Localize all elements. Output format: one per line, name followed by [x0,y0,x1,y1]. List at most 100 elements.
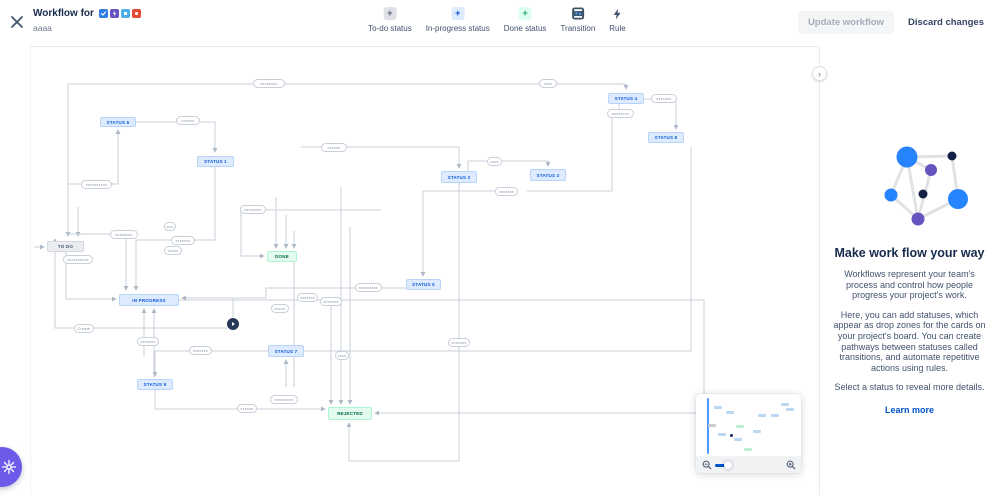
minimap-node [736,425,744,428]
tool-label: Rule [609,24,626,33]
zoom-slider-handle[interactable] [724,460,732,469]
panel-paragraph: Workflows represent your team's process … [844,269,975,301]
minimap-node [781,403,789,406]
zoom-in-icon[interactable] [785,459,796,470]
transition-label[interactable]: xxxxxxxx [110,230,138,239]
transition-label[interactable]: xxxxxxx [189,346,212,355]
workflow-name: aaaa [33,23,52,33]
transition-label[interactable]: xxxxxxx [137,337,159,346]
editor-toolbar: + To-do status + In-progress status + Do… [368,7,626,33]
story-icon [120,9,130,18]
status-node-5[interactable]: STATUS 5 [406,279,441,290]
transition-label[interactable]: xxxxxxx [651,94,677,103]
start-node[interactable] [227,318,239,330]
task-icon [98,9,108,18]
panel-paragraph: Here, you can add statuses, which appear… [833,309,986,373]
status-node-2[interactable]: STATUS 2 [441,171,477,183]
status-node-1[interactable]: STATUS 1 [197,156,234,167]
tool-label: Transition [560,24,596,33]
learn-more-link[interactable]: Learn more [884,405,935,416]
transition-label[interactable]: xxxx [487,157,502,166]
transition-label[interactable]: xxxxxxx [297,293,318,302]
status-node-7[interactable]: STATUS 7 [268,345,304,357]
zoom-out-icon[interactable] [701,459,712,470]
minimap-node [708,424,716,427]
panel-paragraph: Select a status to reveal more details. [834,382,985,393]
epic-icon [109,9,119,18]
transition-label[interactable]: xxxxxxx [320,297,342,306]
close-icon[interactable] [6,11,28,33]
plus-icon: + [383,7,397,20]
tool-label: To-do status [368,24,412,33]
status-node-9[interactable]: STATUS 9 [137,379,173,390]
discard-changes-button[interactable]: Discard changes [902,11,990,34]
minimap[interactable] [696,394,801,473]
close-x-glyph [11,16,23,28]
transition-label-create[interactable]: Create [74,324,94,333]
page-title: Workflow for [33,8,94,19]
transition-label[interactable]: xxxxxxx [171,236,195,245]
status-node-8[interactable]: STATUS 8 [648,132,684,143]
zoom-slider[interactable] [715,459,782,470]
workflow-title-block: Workflow for aaaa [33,8,141,33]
transition-label[interactable]: xxxxxxxxxx [63,255,93,264]
transition-label[interactable]: xxx [164,222,176,231]
bug-icon [131,9,141,18]
zoom-slider-track [715,464,727,467]
transition-label[interactable]: xxxxxxx [495,187,518,196]
workflow-canvas[interactable]: STATUS 6 STATUS 1 STATUS 2 STATUS 3 STAT… [30,46,818,495]
minimap-node [753,430,761,433]
transition-label[interactable]: xxxxxxxxx [355,283,382,292]
transition-label[interactable]: xxxxxx [176,116,200,125]
add-rule-button[interactable]: Rule [609,7,626,33]
minimap-node [718,433,726,436]
transition-label[interactable]: xxxxxxx [448,338,470,347]
panel-collapse-button[interactable]: › [812,66,827,81]
transition-label[interactable]: xxxxxxxx [253,79,285,88]
chevron-right-icon: › [818,68,821,79]
status-node-3[interactable]: STATUS 3 [530,169,566,181]
top-bar: Workflow for aaaa + To-do status [0,0,999,46]
plus-icon: + [518,7,532,20]
update-workflow-button[interactable]: Update workflow [797,11,894,34]
plus-icon: + [451,7,465,20]
minimap-node [714,406,722,409]
transition-label[interactable]: xxxxxx [321,143,347,152]
topbar-actions: Update workflow Discard changes [797,11,990,34]
transition-label[interactable]: xxxxxxxxxx [81,180,112,189]
transition-icon [571,7,584,20]
minimap-node [726,411,734,414]
transition-label[interactable]: xxxx [539,79,557,88]
status-node-4[interactable]: STATUS 4 [608,93,644,104]
minimap-node [771,414,779,417]
transition-label[interactable]: xxxxxxxxx [270,395,298,404]
rule-lightning-icon [611,7,624,20]
workflow-network-illustration [884,146,968,226]
transition-label[interactable]: xxxxx [164,246,182,255]
minimap-node [786,408,794,411]
minimap-start-dot [730,434,733,437]
issue-type-icons [98,9,141,18]
add-inprogress-status-button[interactable]: + In-progress status [426,7,490,33]
minimap-node [744,448,752,451]
transition-label[interactable]: xxxxxx [237,404,257,413]
status-node-todo[interactable]: TO DO [47,241,84,252]
help-panel: › Make work flow your way Workflows repr… [812,46,999,495]
ai-assistant-button[interactable] [0,447,22,487]
status-node-in-progress[interactable]: IN PROGRESS [119,294,179,306]
panel-heading: Make work flow your way [834,246,985,260]
tool-label: Done status [503,24,547,33]
add-transition-button[interactable]: Transition [560,7,595,33]
transition-label[interactable]: xxxxxxxx [607,109,634,118]
tool-label: In-progress status [425,24,490,33]
sparkle-icon [1,459,17,475]
status-node-6[interactable]: STATUS 6 [100,117,136,127]
status-node-done[interactable]: DONE [267,251,297,262]
add-todo-status-button[interactable]: + To-do status [368,7,412,33]
transition-label[interactable]: xxxx [335,351,349,360]
add-done-status-button[interactable]: + Done status [503,7,547,33]
transition-label[interactable]: xxxxxxxx [240,205,266,214]
status-node-rejected[interactable]: REJECTED [328,407,372,420]
transition-label[interactable]: xxxxx [271,304,289,313]
